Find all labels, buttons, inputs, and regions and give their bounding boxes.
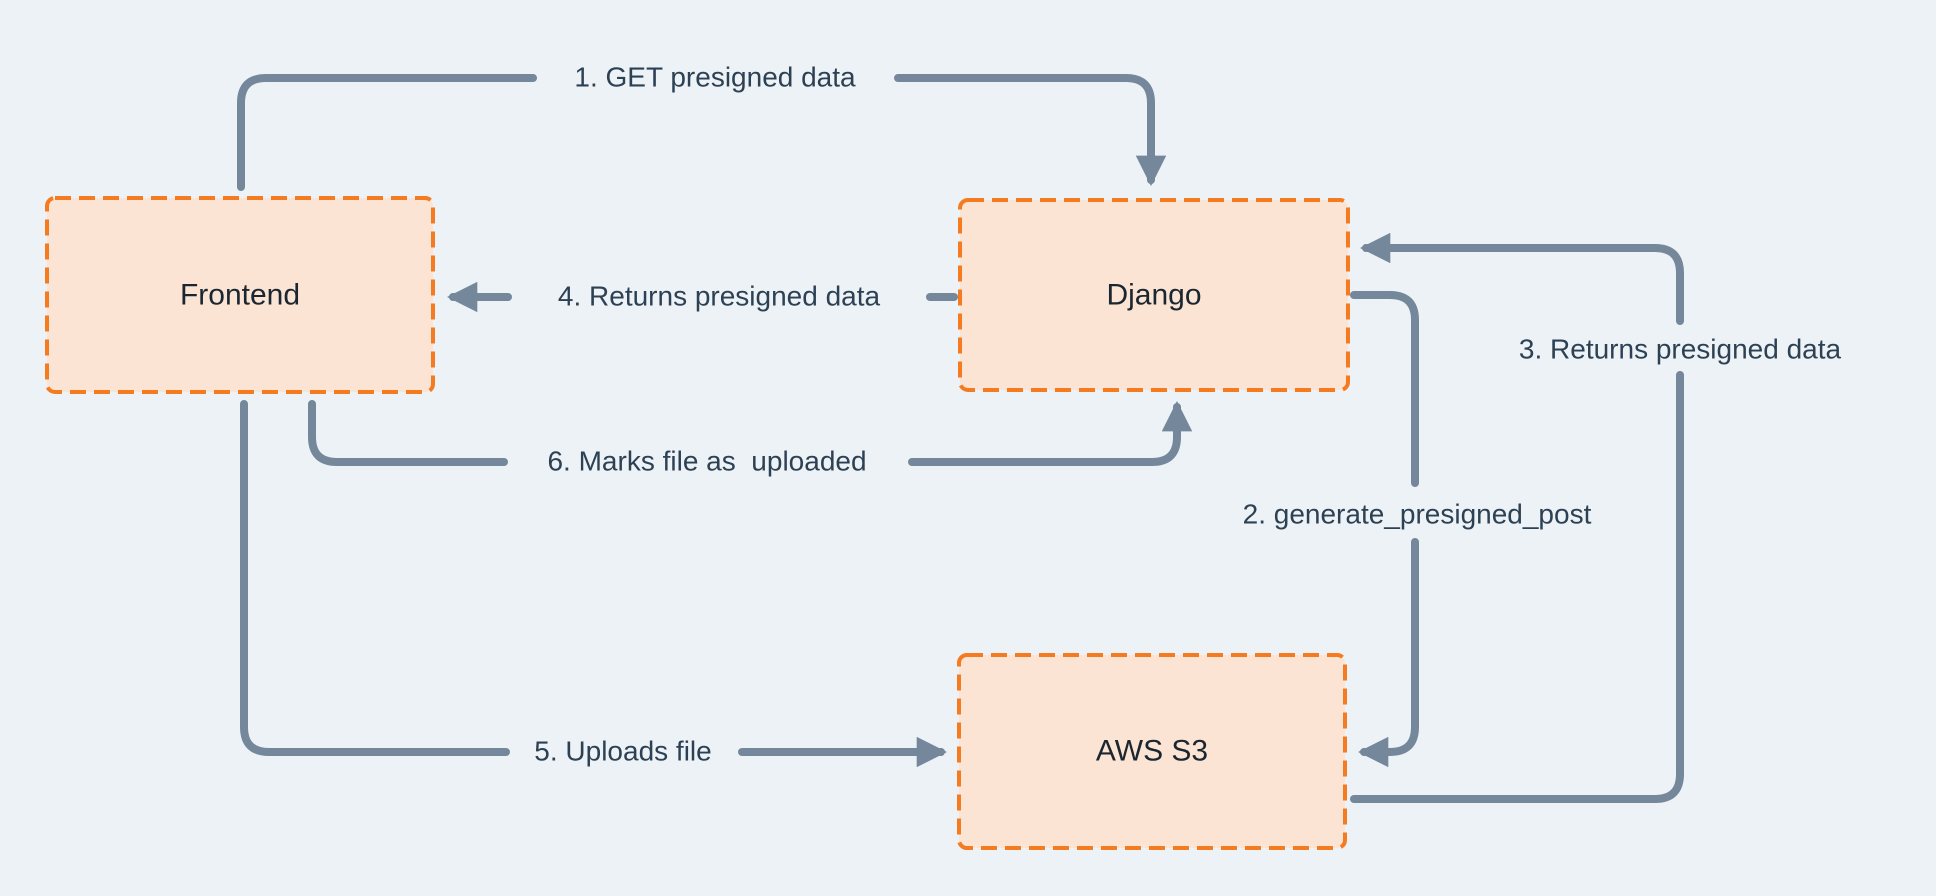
- flow-5-line-left: [240, 400, 510, 756]
- frontend-box: [45, 196, 435, 394]
- flow-label-6-marks-file-as-uploaded: 6. Marks file as uploaded: [537, 444, 877, 480]
- flow-2-line-bottom: [1357, 538, 1419, 768]
- flow-label-5-uploads-file: 5. Uploads file: [524, 734, 722, 770]
- node-label-aws-s3: AWS S3: [1095, 734, 1209, 768]
- flow-label-1-get-presigned-data: 1. GET presigned data: [564, 60, 866, 96]
- flow-6-line-left: [308, 400, 508, 466]
- flow-label-4-returns-presigned-data: 4. Returns presigned data: [547, 279, 891, 315]
- flow-1-line-left: [237, 74, 537, 191]
- flow-2-line-top: [1350, 291, 1419, 487]
- node-label-django: Django: [1106, 278, 1202, 312]
- flow-1-line-right: [894, 74, 1167, 187]
- flow-3-line-bottom: [1350, 371, 1684, 803]
- flow-label-3-returns-presigned-data: 3. Returns presigned data: [1508, 332, 1852, 368]
- flow-label-2-generate-presigned-post: 2. generate_presigned_post: [1232, 497, 1602, 533]
- node-label-frontend: Frontend: [179, 278, 301, 312]
- flow-6-line-right: [908, 400, 1193, 466]
- flow-3-line-top: [1359, 232, 1684, 325]
- aws-s3-box: [957, 653, 1347, 850]
- django-box: [958, 198, 1350, 392]
